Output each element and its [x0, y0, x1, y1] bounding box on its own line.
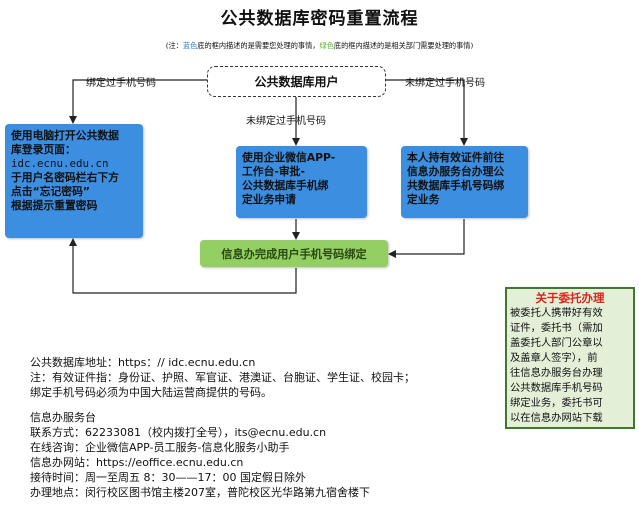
step-wechat-apply: 使用企业微信APP- 工作台-审批- 公共数据库手机绑 定业务申请	[236, 146, 367, 218]
info-line: 在线咨询：企业微信APP-员工服务-信息化服务小助手	[30, 441, 290, 454]
edge-label-right: 未绑定过手机号码	[405, 78, 485, 89]
note-blue-desc: 底的框内描述的是需要您处理的事情，	[197, 41, 320, 50]
note-green-word: 绿色	[319, 41, 334, 50]
color-legend-note: (注：蓝色底的框内描述的是需要您处理的事情，绿色底的框内描述的是相关部门需要处理…	[0, 41, 639, 51]
delegate-line: 以在信息办网站下载	[510, 412, 603, 424]
step-url: idc.ecnu.edu.cn	[11, 157, 109, 170]
delegate-line: 往信息办服务台办理	[510, 367, 603, 379]
step-text: 点击“忘记密码”	[11, 185, 90, 198]
info-line: 公共数据库地址：https：// idc.ecnu.edu.cn	[30, 356, 256, 369]
info-line: 绑定手机号码必须为中国大陆运营商提供的号码。	[30, 386, 272, 399]
page-title: 公共数据库密码重置流程	[220, 9, 419, 29]
final-node: 信息办完成用户手机号码绑定	[200, 240, 388, 267]
delegate-body: 被委托人携带好有效 证件，委托书（需加 盖委托人部门公章以 及盖章人签字），前 …	[507, 306, 633, 426]
delegate-title: 关于委托办理	[535, 291, 605, 305]
note-green-desc: 底的框内描述的是相关部门需要处理的事情)	[333, 41, 474, 50]
info-line: 信息办网站：https://eoffice.ecnu.edu.cn	[30, 456, 244, 469]
delegate-line: 证件，委托书（需加	[510, 322, 603, 334]
info-line: 信息办服务台	[30, 411, 96, 424]
note-blue-word: 蓝色	[182, 41, 198, 50]
edge-label-left: 绑定过手机号码	[86, 78, 156, 89]
info-line: 联系方式：62233081（校内拨打全号），its@ecnu.edu.cn	[30, 426, 327, 439]
arrow-final-to-left	[69, 238, 297, 294]
step-text: 使用企业微信APP-	[242, 151, 336, 164]
step-text: 使用电脑打开公共数据	[11, 129, 119, 142]
step-in-person: 本人持有效证件前往 信息办服务台办理公 共数据库手机号码绑 定业务	[401, 146, 528, 218]
step-text: 根据提示重置密码	[11, 199, 98, 212]
step-text: 定业务	[407, 193, 440, 206]
start-node: 公共数据库用户	[207, 66, 386, 97]
step-text: 信息办服务台办理公	[407, 165, 505, 178]
delegate-line: 及盖章人签字），前	[510, 352, 598, 364]
step-text: 定业务申请	[242, 193, 296, 206]
delegate-line: 绑定业务，委托书可	[510, 397, 603, 409]
step-text: 于用户名密码栏右下方	[11, 171, 119, 184]
step-text: 本人持有效证件前往	[407, 151, 505, 164]
step-online-reset: 使用电脑打开公共数据 库登录页面： idc.ecnu.edu.cn 于用户名密码…	[5, 124, 143, 238]
info-line: 注：有效证件指：身份证、护照、军官证、港澳证、台胞证、学生证、校园卡；	[30, 371, 415, 384]
delegate-line: 被委托人携带好有效	[510, 307, 603, 319]
delegate-line: 公共数据库手机号码	[510, 382, 603, 394]
note-prefix: (注：	[165, 41, 183, 50]
info-line: 接待时间：周一至周五 8：30——17：00 国定假日除外	[30, 471, 306, 484]
contact-info: 公共数据库地址：https：// idc.ecnu.edu.cn 注：有效证件指…	[30, 355, 415, 500]
edge-label-mid: 未绑定过手机号码	[246, 116, 326, 127]
delegate-info-box: 关于委托办理 被委托人携带好有效 证件，委托书（需加 盖委托人部门公章以 及盖章…	[505, 287, 635, 429]
delegate-line: 盖委托人部门公章以	[510, 337, 603, 349]
info-line: 办理地点：闵行校区图书馆主楼207室，普陀校区光华路第九宿舍楼下	[30, 486, 370, 499]
arrow-right-to-final	[388, 219, 465, 258]
arrow-start-to-right	[385, 79, 468, 146]
step-text: 公共数据库手机绑	[242, 179, 329, 192]
step-text: 库登录页面：	[11, 143, 76, 156]
step-text: 工作台-审批-	[242, 165, 305, 178]
arrow-start-to-left	[69, 79, 207, 124]
step-text: 共数据库手机号码绑	[407, 179, 505, 192]
